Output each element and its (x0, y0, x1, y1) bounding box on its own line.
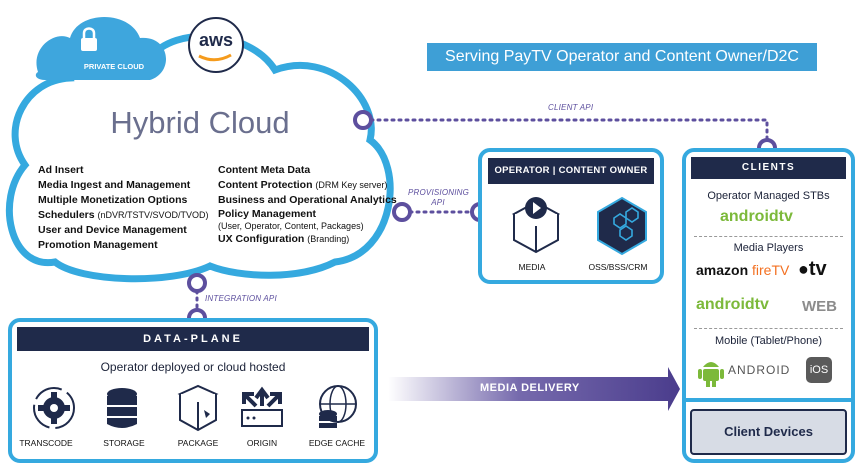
package-label: PACKAGE (177, 438, 219, 448)
data-plane-icons (33, 384, 357, 432)
package-box-icon (177, 384, 219, 432)
feature-item: Policy Management (218, 208, 317, 220)
feature-item: Content Protection (DRM Key server) (218, 179, 388, 191)
client-api-label: CLIENT API (548, 103, 594, 112)
hybrid-cloud-title: Hybrid Cloud (110, 105, 290, 140)
data-plane-title: DATA-PLANE (17, 327, 369, 351)
feature-item: Schedulers (nDVR/TSTV/SVOD/TVOD) (38, 209, 209, 221)
origin-label: ORIGIN (246, 438, 278, 448)
integration-node-top (187, 273, 207, 293)
transcode-gear-icon (33, 387, 75, 429)
media-label: MEDIA (518, 262, 546, 272)
amazon-logo: amazon fireTV (696, 262, 790, 278)
divider (694, 328, 843, 329)
apple-icon: ● (798, 259, 809, 279)
private-cloud-shape (35, 17, 167, 80)
appletv-logo: ●tv (798, 258, 827, 280)
feature-item: Ad Insert (38, 164, 84, 176)
client-devices-box: Client Devices (690, 409, 847, 455)
media-delivery-label: MEDIA DELIVERY (480, 382, 580, 394)
feature-item: UX Configuration (Branding) (218, 233, 350, 245)
media-delivery-arrow (388, 367, 680, 411)
androidtv-logo: androidtv (720, 208, 793, 225)
client-api-node-left (353, 110, 373, 130)
section-stb: Operator Managed STBs (707, 190, 830, 202)
clients-title: CLIENTS (691, 157, 846, 179)
feature-item: Multiple Monetization Options (38, 194, 188, 206)
feature-list-left: Ad Insert Media Ingest and Management Mu… (38, 163, 209, 253)
clients-panel: CLIENTS Operator Managed STBs androidtv … (682, 148, 855, 463)
feature-list-right: Content Meta Data Content Protection (DR… (218, 163, 397, 247)
lock-shackle (82, 27, 96, 38)
integration-api-label: INTEGRATION API (205, 294, 277, 303)
feature-item: Promotion Management (38, 239, 158, 251)
feature-item: Media Ingest and Management (38, 179, 191, 191)
divider-bar (682, 398, 855, 402)
section-mobile: Mobile (Tablet/Phone) (714, 335, 822, 347)
edge-cache-label: EDGE CACHE (308, 438, 366, 448)
divider (694, 236, 843, 237)
operator-panel: OPERATOR | CONTENT OWNER MEDIA OSS/BSS/C… (478, 148, 664, 284)
storage-database-icon (107, 388, 137, 428)
section-media-players: Media Players (733, 242, 804, 254)
operator-icons (511, 196, 647, 256)
oss-bss-crm-icon (597, 196, 647, 256)
feature-item: User and Device Management (38, 224, 187, 236)
android-wordmark: ANDROID (728, 363, 791, 377)
hybrid-cloud-shape (6, 32, 394, 283)
feature-item: (User, Operator, Content, Packages) (218, 221, 364, 231)
ios-badge: iOS (806, 357, 832, 383)
media-box-icon (511, 197, 561, 254)
lock-body (81, 38, 97, 51)
data-plane-subtitle: Operator deployed or cloud hosted (100, 360, 286, 374)
oss-bss-crm-label: OSS/BSS/CRM (588, 262, 648, 272)
android-robot-icon (698, 362, 724, 387)
feature-item: Business and Operational Analytics (218, 194, 397, 206)
androidtv-logo-2: androidtv (696, 296, 769, 313)
private-cloud-label: PRIVATE CLOUD (83, 62, 145, 71)
data-plane-panel: DATA-PLANE Operator deployed or cloud ho… (8, 318, 378, 463)
storage-label: STORAGE (103, 438, 145, 448)
aws-smile (198, 53, 232, 62)
edge-cache-icon (319, 385, 357, 428)
headline-banner: Serving PayTV Operator and Content Owner… (427, 43, 817, 71)
operator-panel-title: OPERATOR | CONTENT OWNER (488, 158, 654, 184)
web-label: WEB (802, 298, 837, 315)
client-api-connector (369, 118, 769, 147)
feature-item: Content Meta Data (218, 164, 311, 176)
aws-logo-text: aws (198, 30, 234, 50)
transcode-label: TRANSCODE (19, 438, 73, 448)
origin-arrows-icon (241, 386, 283, 427)
